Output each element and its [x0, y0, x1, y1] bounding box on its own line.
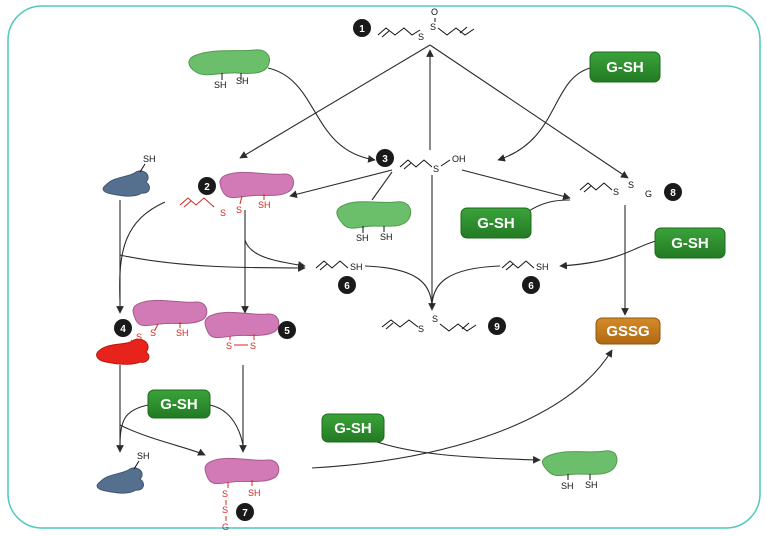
thiol-label: SH — [214, 80, 227, 90]
svg-text:7: 7 — [242, 508, 248, 519]
badge-7: 7 — [236, 503, 254, 521]
protein-green-icon: SH SH — [188, 49, 270, 90]
protein-green-icon: SH SH — [336, 201, 412, 243]
gsh-box: G-SH — [460, 207, 532, 239]
diallyl-disulfide-molecule: S S — [381, 314, 477, 334]
badge-1: 1 — [353, 19, 371, 37]
badge-6-right: 6 — [522, 276, 540, 294]
svg-text:GSSG: GSSG — [606, 323, 649, 340]
gsh-box: G-SH — [321, 413, 385, 443]
badge-6-left: 6 — [338, 276, 356, 294]
svg-text:2: 2 — [204, 182, 210, 193]
svg-text:6: 6 — [344, 281, 350, 292]
protein-pink-icon: S S SH — [127, 299, 208, 347]
svg-text:G-SH: G-SH — [477, 215, 515, 232]
thiol-label: SH — [258, 200, 271, 210]
protein-blue-icon: SH — [96, 451, 150, 494]
thiol-label: SH — [248, 488, 261, 498]
badge-8: 8 — [664, 183, 682, 201]
gsh-box: G-SH — [589, 51, 661, 83]
svg-text:G-SH: G-SH — [671, 235, 709, 252]
sulfur-label: S — [250, 341, 256, 351]
sulfur-label: S — [433, 164, 439, 174]
sulfur-label: S — [613, 187, 619, 197]
svg-text:G-SH: G-SH — [334, 420, 372, 437]
protein-blue-icon: SH — [102, 154, 156, 197]
protein-pink-icon: S S — [204, 311, 280, 351]
sulfur-label: S — [222, 489, 228, 499]
allyl-mercaptan-molecule-right: SH — [501, 260, 549, 272]
svg-text:9: 9 — [494, 322, 500, 333]
thiol-label: SH — [350, 262, 363, 272]
svg-text:3: 3 — [382, 154, 388, 165]
oxygen-label: O — [431, 7, 438, 17]
sulfur-label: S — [430, 22, 436, 32]
badge-9: 9 — [488, 317, 506, 335]
allylsulfenic-acid-molecule: S OH — [399, 154, 466, 174]
glutathione-label: G — [222, 522, 229, 532]
gsh-box: G-SH — [654, 227, 726, 259]
thiol-label: SH — [380, 232, 393, 242]
thiol-label: SH — [143, 154, 156, 164]
sulfur-label: S — [222, 505, 228, 515]
thiol-label: SH — [356, 233, 369, 243]
hydroxyl-label: OH — [452, 154, 466, 164]
svg-text:8: 8 — [670, 188, 676, 199]
sulfur-label: S — [236, 205, 242, 215]
sulfur-label: S — [418, 324, 424, 334]
gssg-box: GSSG — [595, 317, 661, 345]
sulfur-label: S — [226, 341, 232, 351]
allicin-molecule: S S O — [377, 7, 475, 42]
protein-pink-icon: S S SH — [179, 171, 294, 218]
svg-text:1: 1 — [359, 24, 365, 35]
allyl-glutathione-disulfide-molecule: S S G — [579, 180, 652, 199]
svg-text:5: 5 — [284, 326, 290, 337]
thiol-label: SH — [236, 76, 249, 86]
badge-5: 5 — [278, 321, 296, 339]
svg-text:4: 4 — [120, 324, 126, 335]
svg-text:G-SH: G-SH — [160, 396, 198, 413]
svg-text:6: 6 — [528, 281, 534, 292]
protein-green-icon: SH SH — [541, 450, 618, 491]
badge-2: 2 — [198, 177, 216, 195]
thiol-label: SH — [536, 262, 549, 272]
thiol-label: SH — [585, 480, 598, 490]
thiol-label: SH — [176, 328, 189, 338]
sulfur-label: S — [418, 32, 424, 42]
svg-text:G-SH: G-SH — [606, 59, 644, 76]
sulfur-label: S — [150, 328, 156, 338]
sulfur-label: S — [220, 208, 226, 218]
allyl-mercaptan-molecule-left: SH — [315, 260, 363, 272]
thiol-label: SH — [561, 481, 574, 491]
badge-3: 3 — [376, 149, 394, 167]
badge-4: 4 — [114, 319, 132, 337]
glutathione-label: G — [645, 189, 652, 199]
sulfur-label: S — [628, 180, 634, 190]
protein-pink-icon: S SH S G — [204, 457, 280, 532]
gsh-box: G-SH — [147, 389, 211, 419]
sulfur-label: S — [136, 332, 142, 342]
sulfur-label: S — [432, 314, 438, 324]
thiol-label: SH — [137, 451, 150, 461]
